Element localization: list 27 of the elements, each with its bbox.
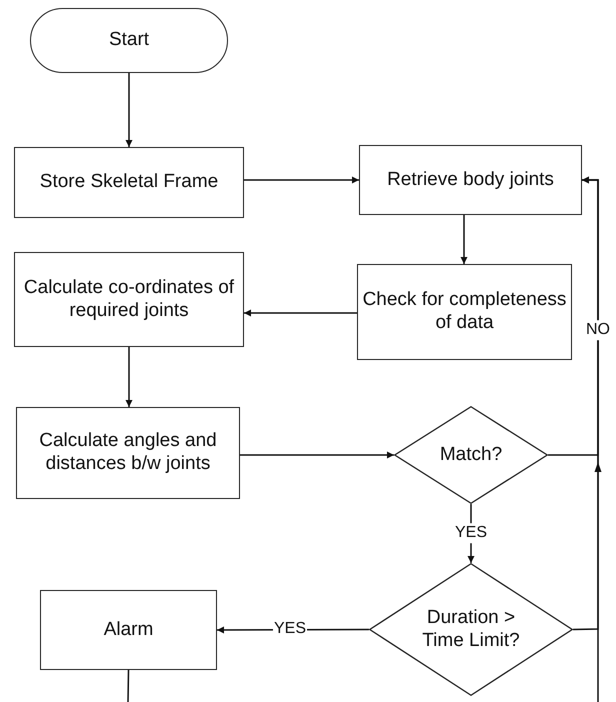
node-label: Store Skeletal Frame [38, 171, 220, 194]
flow-line [127, 670, 130, 702]
node-label: Alarm [102, 618, 154, 642]
arrow [240, 452, 394, 458]
edge-label: YES [454, 523, 488, 543]
process-box [14, 252, 244, 347]
process-box [14, 147, 244, 218]
node-label: Duration > Time Limit? [421, 606, 521, 652]
decision-diamond [369, 563, 573, 696]
node-label: Match? [438, 444, 504, 466]
process-box [359, 145, 582, 215]
node-label: Calculate co-ordinates of required joints [22, 276, 236, 322]
process-box [357, 264, 572, 360]
node-label: Check for completeness of data [362, 289, 568, 335]
node-label: Start [108, 29, 150, 52]
arrow [244, 176, 359, 184]
arrow [126, 73, 132, 147]
arrow [244, 310, 357, 316]
decision-diamond [394, 406, 548, 504]
process-box [40, 590, 217, 670]
edge-label: NO [585, 320, 611, 340]
arrow [460, 215, 468, 264]
arrow [126, 347, 132, 407]
flow-line [582, 176, 602, 702]
node-label: Retrieve body joints [386, 168, 555, 192]
process-box [16, 407, 240, 499]
node-label: Calculate angles and distances b/w joints [38, 430, 218, 476]
